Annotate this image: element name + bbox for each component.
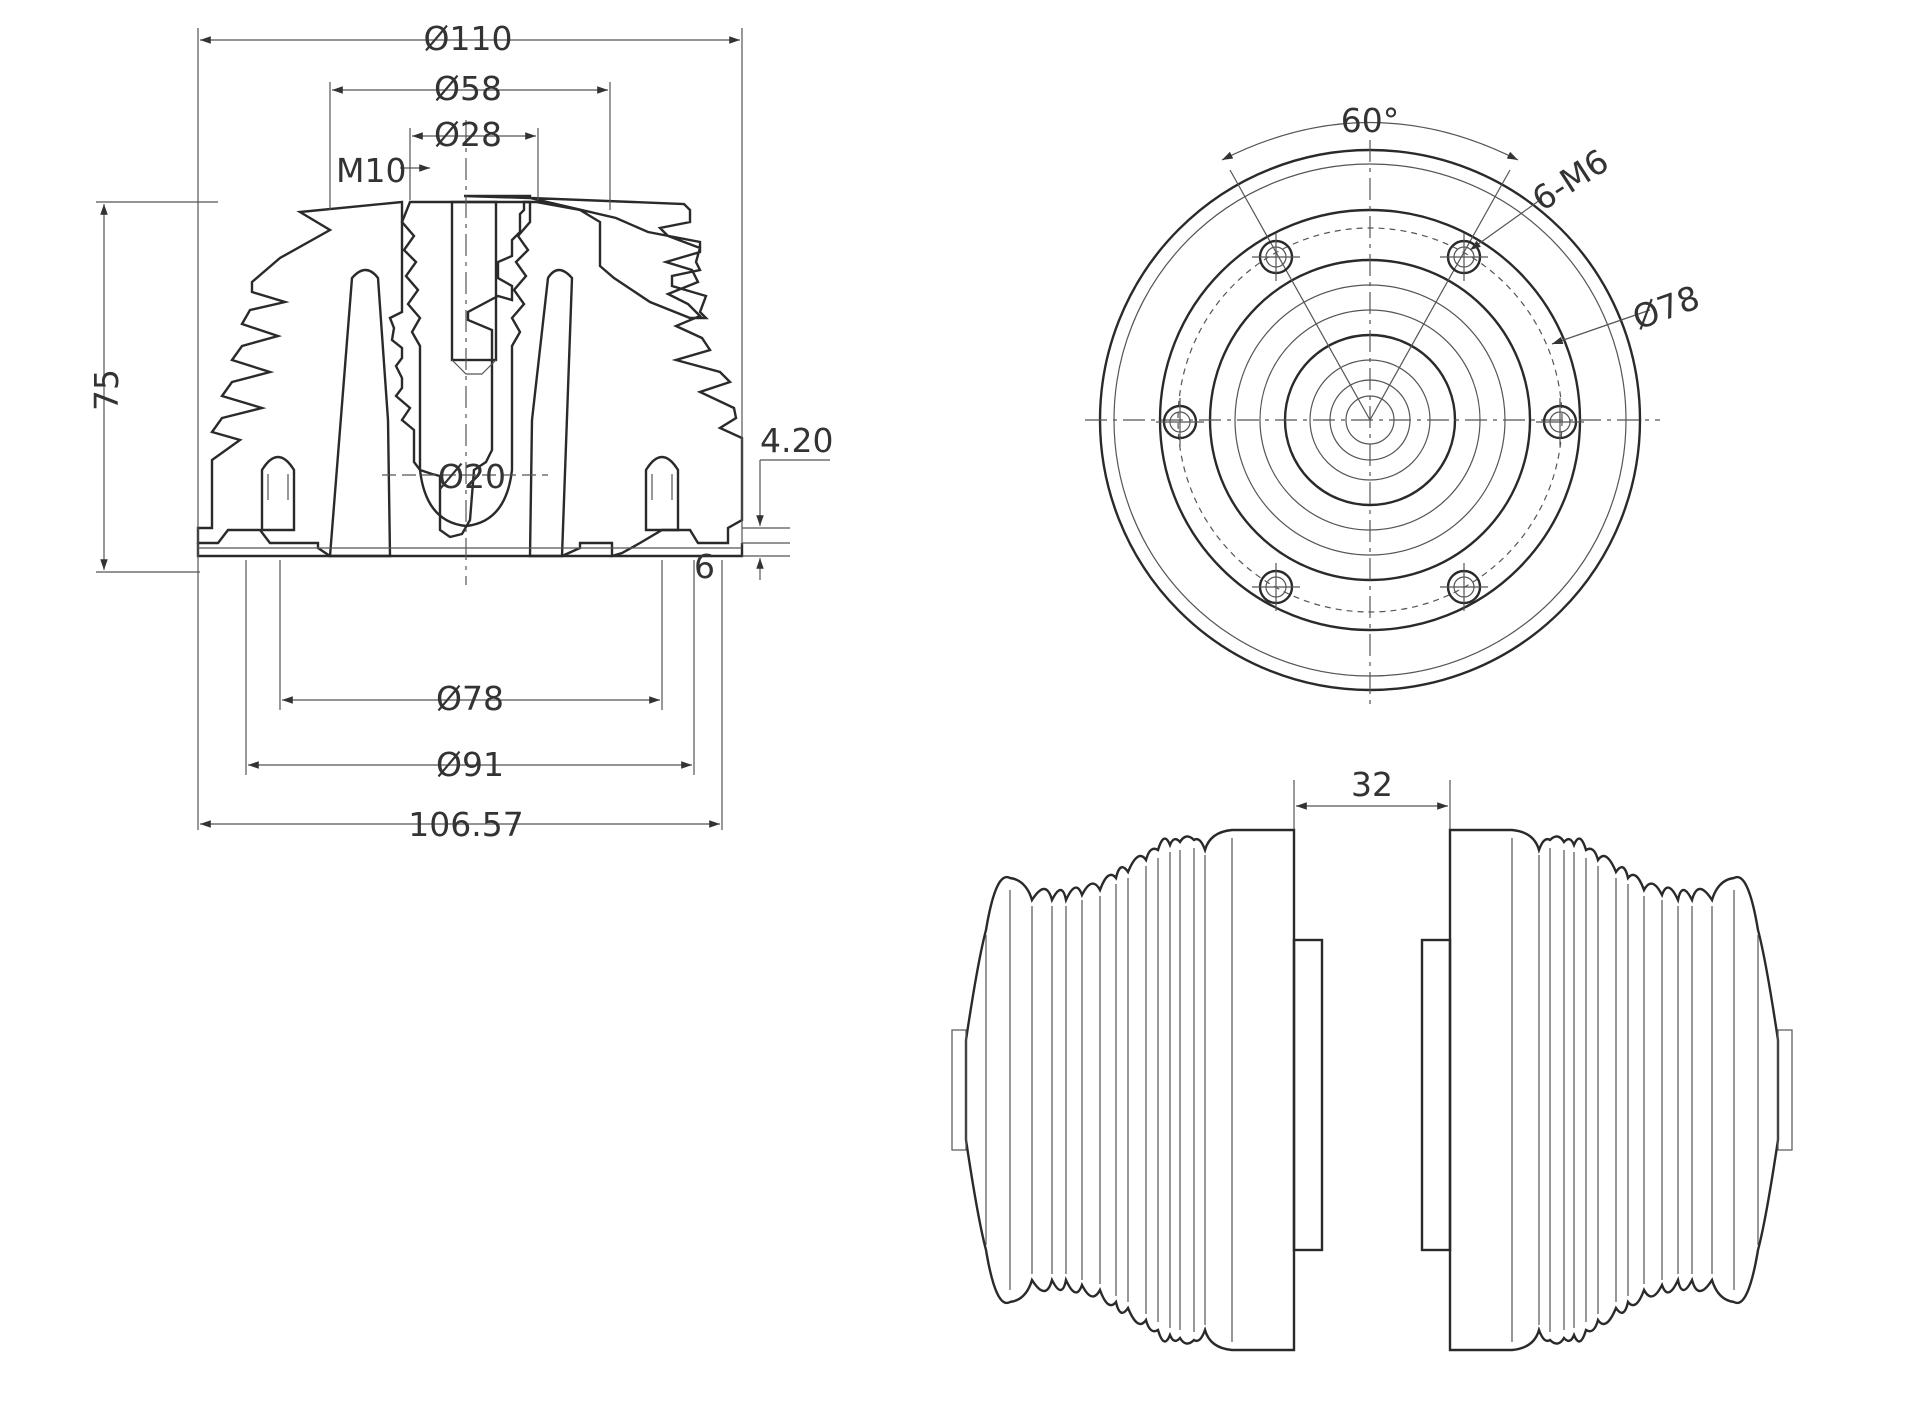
dim-flange-step: 4.20 [760, 421, 833, 460]
top-view: 60° 6-M6 Ø78 [1085, 101, 1705, 710]
metal-insert [400, 200, 532, 528]
dim-top-dia: Ø58 [434, 69, 502, 108]
bolt-hole [1536, 398, 1584, 446]
dim-pcd: Ø78 [1627, 278, 1704, 338]
section-body [196, 194, 744, 558]
bolt-hole-right [644, 455, 680, 532]
bolt-hole [1252, 563, 1300, 611]
dim-thread: M10 [336, 151, 406, 190]
bolt-hole [1156, 398, 1204, 446]
dim-height: 75 [87, 369, 126, 411]
bolt-holes [1156, 233, 1584, 611]
bolt-hole [1440, 563, 1488, 611]
dim-base-dia: Ø91 [436, 745, 504, 784]
dim-bolt-circle: Ø78 [436, 679, 504, 718]
dim-slot-width: 32 [1351, 765, 1393, 804]
dim-overall-width: 106.57 [408, 805, 523, 844]
dim-outer-dia: Ø110 [424, 19, 513, 58]
inner-cavity [328, 268, 392, 558]
section-view: Ø110 Ø58 Ø28 M10 75 Ø20 4.20 6 Ø78 Ø91 1… [87, 19, 833, 844]
bolt-hole [1440, 233, 1488, 281]
bolt-hole [1252, 233, 1300, 281]
dim-angle: 60° [1341, 101, 1400, 140]
threaded-bore [450, 200, 498, 362]
dim-bore-dia: Ø28 [434, 115, 502, 154]
dim-base-thick: 6 [694, 547, 715, 586]
dim-holes: 6-M6 [1525, 141, 1615, 219]
bolt-hole-left [260, 455, 296, 532]
side-view: 32 [951, 765, 1793, 1352]
dim-insert-dia: Ø20 [438, 457, 506, 496]
